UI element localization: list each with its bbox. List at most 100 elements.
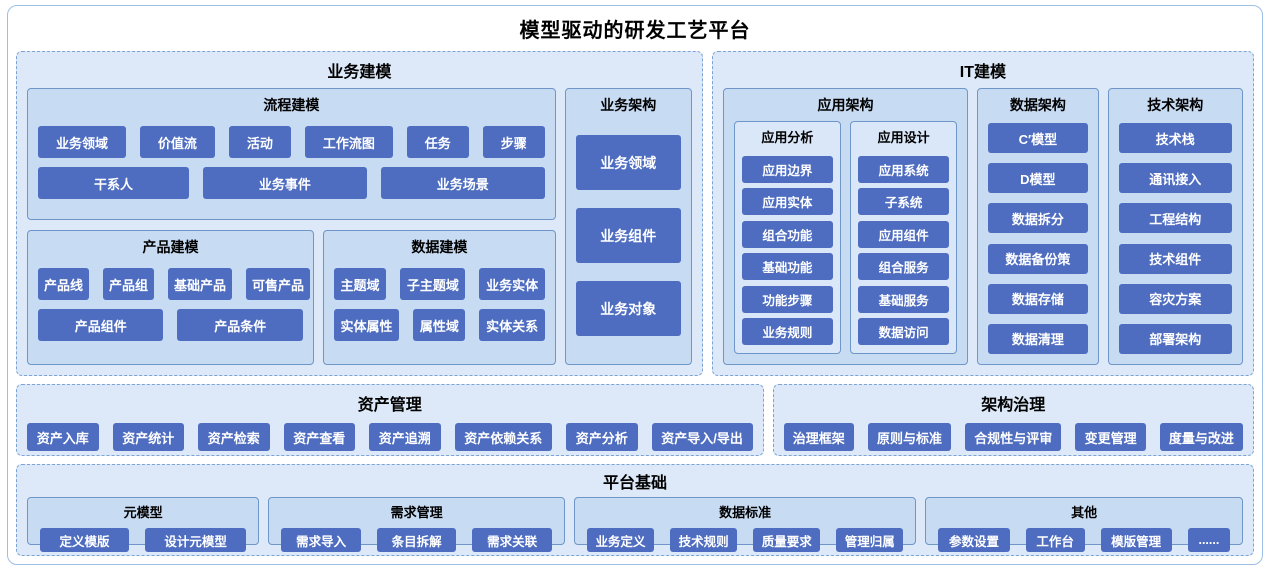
it-modeling-grid: 应用架构 应用分析 应用边界应用实体组合功能基础功能功能步骤业务规则 应用设计 … xyxy=(722,88,1243,365)
process-modeling-item[interactable]: 干系人 xyxy=(38,167,189,199)
product-modeling-item[interactable]: 产品组件 xyxy=(38,309,164,341)
requirement-management-item[interactable]: 需求导入 xyxy=(281,528,361,552)
product-modeling-item[interactable]: 可售产品 xyxy=(246,268,311,300)
process-modeling-item[interactable]: 业务领域 xyxy=(38,126,126,158)
diagram-content: 业务建模 流程建模 业务领域价值流活动工作流图任务步骤 干系人业务事件业务场景 … xyxy=(16,51,1254,556)
panel-meta-model: 元模型 定义模版设计元模型 xyxy=(27,497,260,552)
process-modeling-item[interactable]: 工作流图 xyxy=(304,126,393,158)
product-modeling-row-2: 产品组件产品条件 xyxy=(38,309,303,341)
business-architecture-item[interactable]: 业务组件 xyxy=(575,208,681,263)
data-standard-item[interactable]: 质量要求 xyxy=(753,528,821,552)
asset-management-item[interactable]: 资产导入/导出 xyxy=(651,423,753,451)
data-architecture-title: 数据架构 xyxy=(1009,97,1066,113)
application-analysis-item[interactable]: 组合功能 xyxy=(741,220,833,248)
data-architecture-item[interactable]: 数据备份策 xyxy=(988,243,1088,274)
asset-management-item[interactable]: 资产追溯 xyxy=(369,423,441,451)
product-modeling-item[interactable]: 基础产品 xyxy=(168,268,233,300)
architecture-governance-item[interactable]: 治理框架 xyxy=(783,423,854,451)
process-modeling-item[interactable]: 步骤 xyxy=(482,126,545,158)
application-analysis-item[interactable]: 应用实体 xyxy=(741,188,833,216)
requirement-management-item[interactable]: 条目拆解 xyxy=(376,528,457,552)
data-standard-items: 业务定义技术规则质量要求管理归属 xyxy=(586,528,904,552)
panel-others: 其他 参数设置工作台模版管理...... xyxy=(925,497,1243,552)
asset-management-item[interactable]: 资产检索 xyxy=(198,423,270,451)
platform-foundation-row: 元模型 定义模版设计元模型 需求管理 需求导入条目拆解需求关联 数据标准 业务定… xyxy=(27,497,1243,552)
data-standard-item[interactable]: 管理归属 xyxy=(836,528,904,552)
meta-model-item[interactable]: 设计元模型 xyxy=(144,528,247,552)
application-analysis-item[interactable]: 业务规则 xyxy=(741,317,833,345)
data-modeling-row-1: 主题域子主题域业务实体 xyxy=(333,268,545,300)
data-architecture-item[interactable]: C′模型 xyxy=(988,123,1088,153)
process-modeling-item[interactable]: 业务场景 xyxy=(380,167,545,199)
application-design-item[interactable]: 应用系统 xyxy=(857,156,950,183)
application-design-item[interactable]: 应用组件 xyxy=(857,220,950,248)
business-modeling-bottom: 产品建模 产品线产品组基础产品可售产品 产品组件产品条件 数据建模 主题域子主题… xyxy=(27,230,556,365)
application-analysis-item[interactable]: 应用边界 xyxy=(741,156,833,183)
asset-management-item[interactable]: 资产统计 xyxy=(112,423,184,451)
data-modeling-title: 数据建模 xyxy=(411,239,468,255)
data-modeling-item[interactable]: 属性域 xyxy=(413,309,466,341)
architecture-governance-item[interactable]: 原则与标准 xyxy=(867,423,952,451)
asset-management-item[interactable]: 资产分析 xyxy=(566,423,638,451)
architecture-governance-item[interactable]: 变更管理 xyxy=(1075,423,1146,451)
product-modeling-item[interactable]: 产品线 xyxy=(38,268,90,300)
data-architecture-item[interactable]: 数据清理 xyxy=(988,323,1088,354)
it-modeling-title: IT建模 xyxy=(959,64,1006,81)
process-modeling-item[interactable]: 业务事件 xyxy=(202,167,367,199)
process-modeling-item[interactable]: 价值流 xyxy=(139,126,215,158)
others-items: 参数设置工作台模版管理...... xyxy=(938,528,1230,552)
application-design-item[interactable]: 子系统 xyxy=(857,188,950,216)
others-item[interactable]: ...... xyxy=(1187,528,1230,552)
others-title: 其他 xyxy=(1071,505,1098,520)
section-business-modeling: 业务建模 流程建模 业务领域价值流活动工作流图任务步骤 干系人业务事件业务场景 … xyxy=(16,51,703,376)
application-analysis-item[interactable]: 基础功能 xyxy=(741,253,833,281)
data-architecture-item[interactable]: 数据存储 xyxy=(988,283,1088,314)
tech-architecture-item[interactable]: 容灾方案 xyxy=(1118,283,1232,314)
process-modeling-item[interactable]: 活动 xyxy=(228,126,291,158)
asset-management-item[interactable]: 资产入库 xyxy=(27,423,99,451)
tech-architecture-item[interactable]: 技术栈 xyxy=(1118,123,1232,153)
asset-management-item[interactable]: 资产依赖关系 xyxy=(454,423,552,451)
tech-architecture-item[interactable]: 通讯接入 xyxy=(1118,163,1232,194)
data-standard-item[interactable]: 技术规则 xyxy=(670,528,738,552)
application-analysis-items: 应用边界应用实体组合功能基础功能功能步骤业务规则 xyxy=(741,156,833,345)
business-architecture-item[interactable]: 业务对象 xyxy=(575,281,681,336)
requirement-management-items: 需求导入条目拆解需求关联 xyxy=(281,528,552,552)
data-architecture-item[interactable]: D模型 xyxy=(988,163,1088,194)
panel-tech-architecture: 技术架构 技术栈通讯接入工程结构技术组件容灾方案部署架构 xyxy=(1107,88,1243,365)
architecture-governance-item[interactable]: 度量与改进 xyxy=(1159,423,1244,451)
application-design-item[interactable]: 组合服务 xyxy=(857,253,950,281)
data-standard-item[interactable]: 业务定义 xyxy=(586,528,655,552)
business-modeling-grid: 流程建模 业务领域价值流活动工作流图任务步骤 干系人业务事件业务场景 产品建模 … xyxy=(27,88,692,365)
others-item[interactable]: 工作台 xyxy=(1025,528,1085,552)
business-architecture-title: 业务架构 xyxy=(600,97,657,113)
product-modeling-item[interactable]: 产品条件 xyxy=(177,309,303,341)
application-analysis-item[interactable]: 功能步骤 xyxy=(741,285,833,313)
process-modeling-row-2: 干系人业务事件业务场景 xyxy=(38,167,545,199)
data-standard-title: 数据标准 xyxy=(719,505,772,520)
product-modeling-item[interactable]: 产品组 xyxy=(103,268,155,300)
requirement-management-item[interactable]: 需求关联 xyxy=(472,528,552,552)
data-modeling-item[interactable]: 主题域 xyxy=(333,268,387,300)
architecture-governance-item[interactable]: 合规性与评审 xyxy=(965,423,1062,451)
business-architecture-item[interactable]: 业务领域 xyxy=(575,135,681,190)
meta-model-item[interactable]: 定义模版 xyxy=(40,528,129,552)
application-design-item[interactable]: 基础服务 xyxy=(857,285,950,313)
panel-requirement-management: 需求管理 需求导入条目拆解需求关联 xyxy=(268,497,565,552)
data-architecture-item[interactable]: 数据拆分 xyxy=(988,203,1088,234)
others-item[interactable]: 参数设置 xyxy=(938,528,1010,552)
tech-architecture-item[interactable]: 技术组件 xyxy=(1118,243,1232,274)
tech-architecture-item[interactable]: 部署架构 xyxy=(1118,323,1232,354)
data-modeling-item[interactable]: 实体关系 xyxy=(479,309,545,341)
others-item[interactable]: 模版管理 xyxy=(1100,528,1172,552)
asset-management-item[interactable]: 资产查看 xyxy=(283,423,355,451)
tech-architecture-item[interactable]: 工程结构 xyxy=(1118,203,1232,234)
application-analysis-title: 应用分析 xyxy=(761,130,814,145)
architecture-governance-items: 治理框架原则与标准合规性与评审变更管理度量与改进 xyxy=(783,423,1244,451)
data-modeling-item[interactable]: 子主题域 xyxy=(400,268,466,300)
application-design-item[interactable]: 数据访问 xyxy=(857,317,950,345)
process-modeling-item[interactable]: 任务 xyxy=(406,126,469,158)
data-modeling-item[interactable]: 实体属性 xyxy=(333,309,400,341)
data-modeling-item[interactable]: 业务实体 xyxy=(479,268,545,300)
subpanel-application-analysis: 应用分析 应用边界应用实体组合功能基础功能功能步骤业务规则 xyxy=(733,121,841,354)
